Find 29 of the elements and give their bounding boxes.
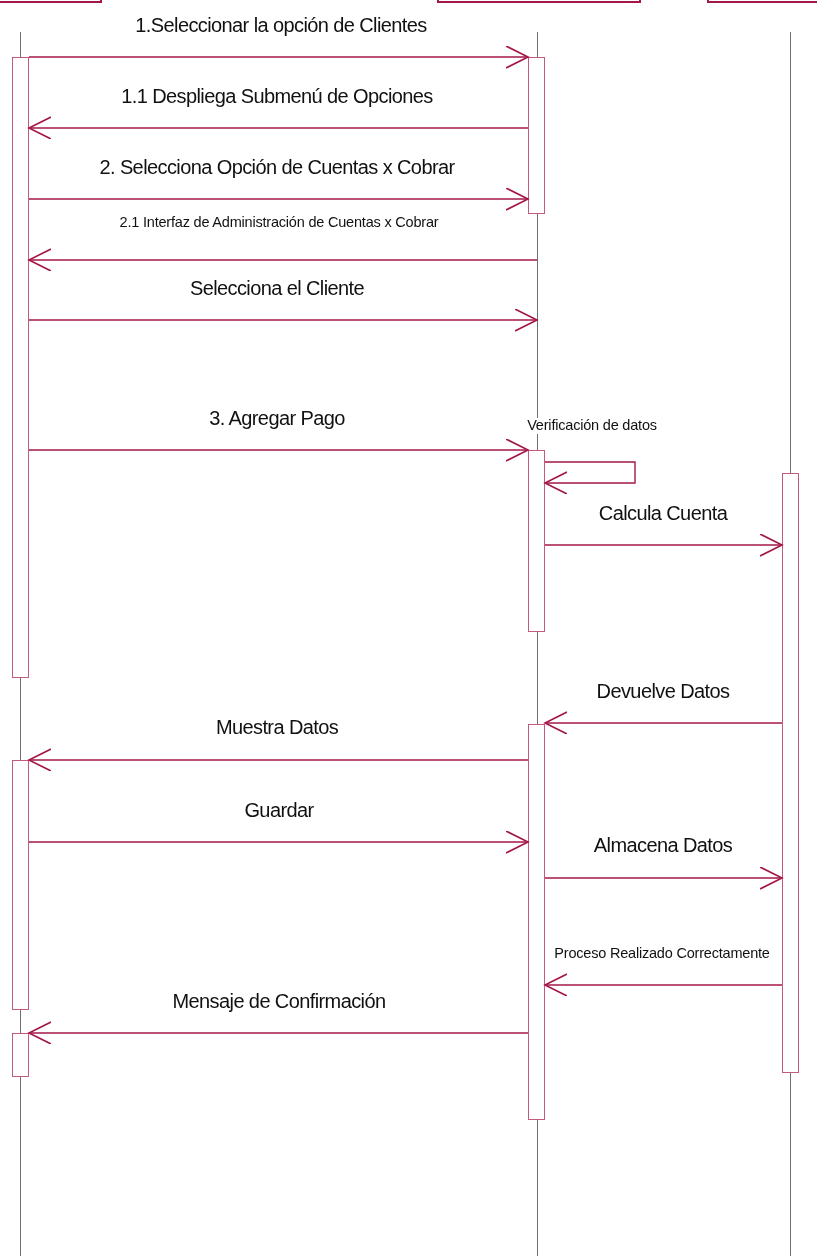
message-arrow bbox=[544, 461, 636, 495]
message-arrow bbox=[28, 308, 538, 332]
message-arrow bbox=[544, 973, 783, 997]
activation-bar bbox=[528, 724, 545, 1120]
lifeline-header-box bbox=[0, 0, 102, 3]
activation-bar bbox=[12, 57, 29, 678]
message-arrow bbox=[544, 711, 783, 735]
activation-bar bbox=[528, 450, 545, 632]
message-arrow bbox=[28, 187, 529, 211]
message-arrow bbox=[28, 248, 538, 272]
message-arrow bbox=[28, 830, 529, 854]
message-arrow bbox=[544, 866, 783, 890]
activation-bar bbox=[12, 760, 29, 1010]
message-label: 1.Seleccionar la opción de Clientes bbox=[135, 14, 427, 36]
message-arrow bbox=[28, 438, 529, 462]
lifeline-header-box bbox=[437, 0, 641, 3]
message-label: Mensaje de Confirmación bbox=[172, 990, 386, 1012]
message-arrow bbox=[28, 45, 529, 69]
message-arrow bbox=[544, 533, 783, 557]
message-arrow bbox=[28, 1021, 529, 1045]
message-label: 1.1 Despliega Submenú de Opciones bbox=[121, 85, 433, 107]
message-arrow bbox=[28, 748, 529, 772]
activation-bar bbox=[528, 57, 545, 214]
activation-bar bbox=[782, 473, 799, 1073]
activation-bar bbox=[12, 1033, 29, 1077]
message-label: 2. Selecciona Opción de Cuentas x Cobrar bbox=[99, 156, 455, 178]
lifeline-header-box bbox=[707, 0, 817, 3]
message-label: Verificación de datos bbox=[527, 418, 657, 434]
message-arrow bbox=[28, 116, 529, 140]
